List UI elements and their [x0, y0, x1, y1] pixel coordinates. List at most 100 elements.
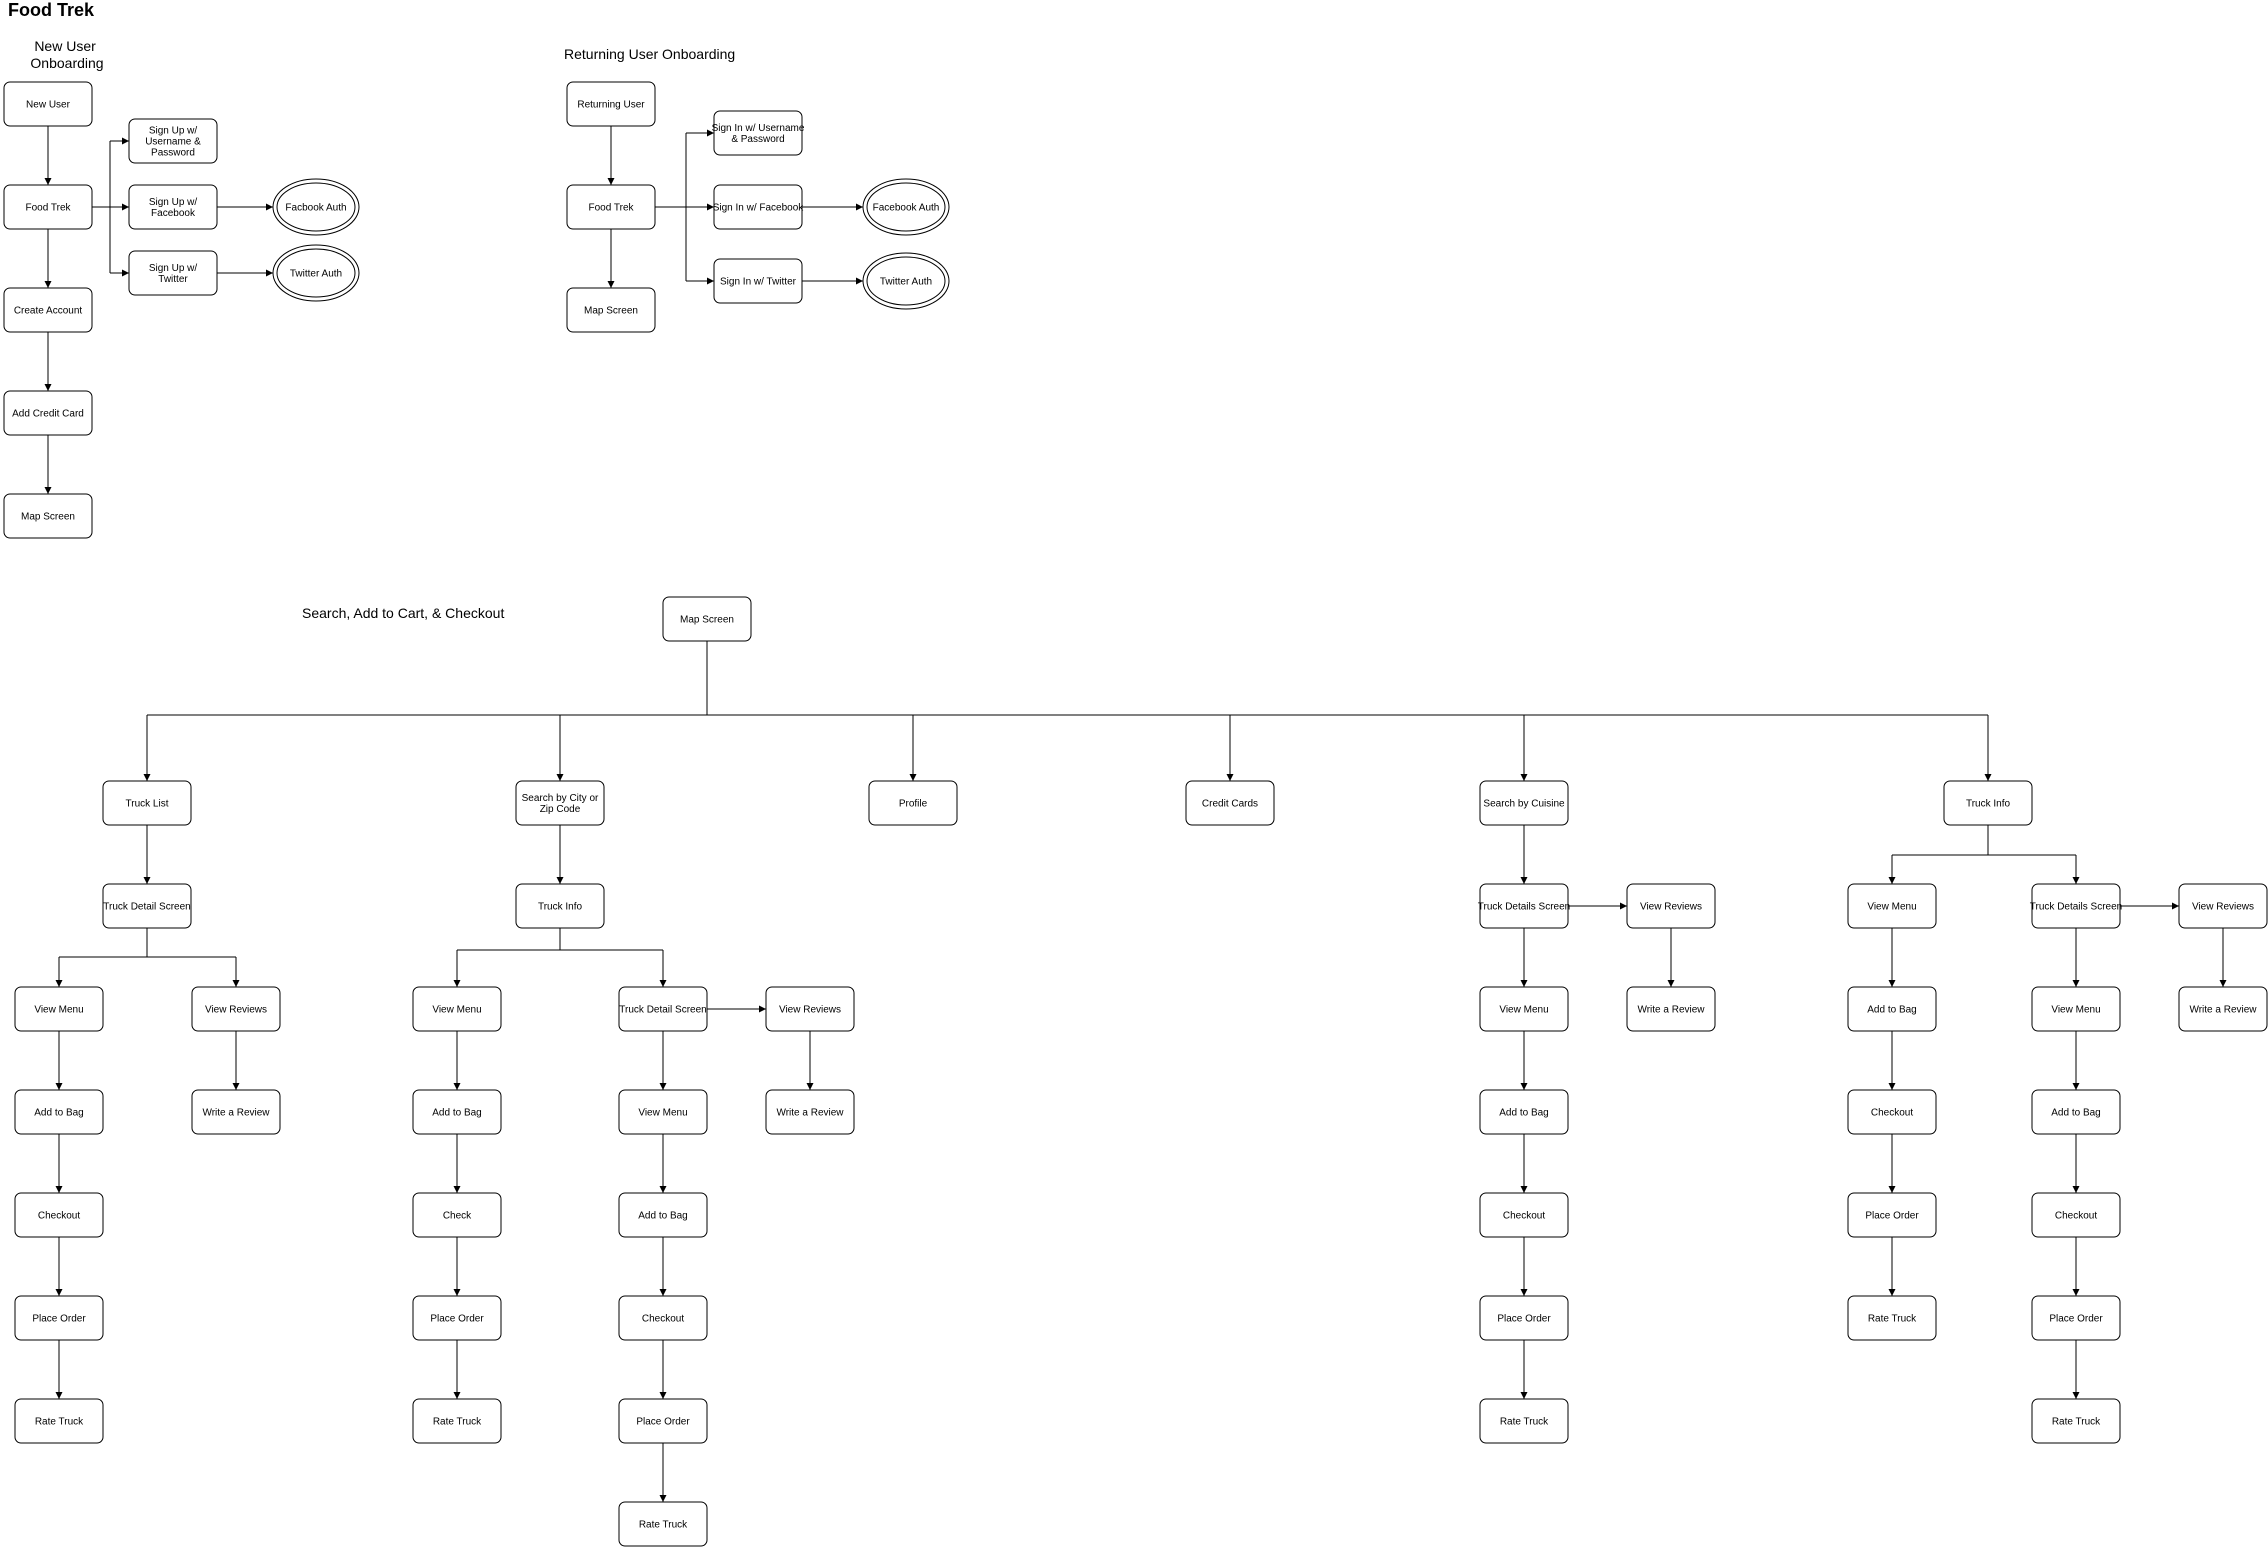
node-label: Check	[443, 1211, 472, 1222]
node-box	[14, 1192, 104, 1238]
flow-node-view-menu: View Menu	[412, 986, 502, 1032]
node-label: Place Order	[1865, 1211, 1919, 1222]
flow-node-add-to-bag: Add to Bag	[14, 1089, 104, 1135]
flow-node-rate-truck: Rate Truck	[1479, 1398, 1569, 1444]
node-box	[1479, 1398, 1569, 1444]
flow-node-credit-cards: Credit Cards	[1185, 780, 1275, 826]
node-label: Checkout	[1503, 1211, 1545, 1222]
node-label: Add to Bag	[1867, 1005, 1916, 1016]
node-box	[1847, 883, 1937, 929]
node-box	[765, 986, 855, 1032]
node-box	[713, 110, 803, 156]
node-label: Sign Up w/Facebook	[149, 197, 198, 219]
node-label: Truck Info	[1966, 799, 2011, 810]
flow-node-truck-list: Truck List	[102, 780, 192, 826]
flow-node-map-screen: Map Screen	[3, 493, 93, 539]
node-label: Add to Bag	[34, 1108, 83, 1119]
node-box	[1847, 1295, 1937, 1341]
node-label: Rate Truck	[35, 1417, 84, 1428]
node-box	[515, 780, 605, 826]
node-label: Facbook Auth	[285, 203, 346, 214]
auth-inner-ellipse	[866, 256, 946, 306]
flow-node-add-to-bag: Add to Bag	[1847, 986, 1937, 1032]
node-box	[128, 184, 218, 230]
node-label: Returning User	[577, 100, 645, 111]
flow-node-checkout: Checkout	[1847, 1089, 1937, 1135]
flow-node-add-to-bag: Add to Bag	[2031, 1089, 2121, 1135]
node-label: Truck Detail Screen	[619, 1005, 706, 1016]
node-box	[713, 184, 803, 230]
node-box	[1943, 780, 2033, 826]
flow-node-place-order: Place Order	[2031, 1295, 2121, 1341]
node-box	[2031, 883, 2121, 929]
node-label: View Reviews	[2192, 902, 2254, 913]
node-box	[14, 1295, 104, 1341]
node-box	[618, 1089, 708, 1135]
node-box	[1479, 883, 1569, 929]
flow-node-view-menu: View Menu	[14, 986, 104, 1032]
flow-node-view-menu: View Menu	[2031, 986, 2121, 1032]
node-box	[713, 258, 803, 304]
auth-outer-ellipse	[272, 178, 360, 236]
node-box	[1479, 1192, 1569, 1238]
flow-node-truck-details-screen: Truck Details Screen	[2030, 883, 2122, 929]
node-label: Credit Cards	[1202, 799, 1258, 810]
flow-node-view-reviews: View Reviews	[191, 986, 281, 1032]
node-box	[1847, 1192, 1937, 1238]
flow-node-rate-truck: Rate Truck	[2031, 1398, 2121, 1444]
node-box	[2031, 1398, 2121, 1444]
flow-node-view-reviews: View Reviews	[1626, 883, 1716, 929]
node-box	[102, 780, 192, 826]
flow-node-sign-up-w-username-password: Sign Up w/Username &Password	[128, 118, 218, 164]
flow-node-truck-detail-screen: Truck Detail Screen	[618, 986, 708, 1032]
node-box	[3, 287, 93, 333]
flow-node-add-credit-card: Add Credit Card	[3, 390, 93, 436]
node-label: View Reviews	[1640, 902, 1702, 913]
node-label: Profile	[899, 799, 928, 810]
node-box	[3, 493, 93, 539]
flow-node-facebook-auth: Facebook Auth	[862, 178, 950, 236]
flow-node-view-menu: View Menu	[1479, 986, 1569, 1032]
node-label: Truck Detail Screen	[103, 902, 190, 913]
node-label: Truck Details Screen	[2030, 902, 2122, 913]
node-label: View Menu	[34, 1005, 83, 1016]
connector-lines	[44, 126, 2227, 1502]
section-heading-returning-user: Returning User Onboarding	[564, 46, 735, 62]
flow-node-checkout: Checkout	[14, 1192, 104, 1238]
node-box	[2031, 1089, 2121, 1135]
node-label: Checkout	[2055, 1211, 2097, 1222]
flow-node-twitter-auth: Twitter Auth	[272, 244, 360, 302]
node-box	[14, 986, 104, 1032]
node-label: New User	[26, 100, 71, 111]
flow-node-add-to-bag: Add to Bag	[412, 1089, 502, 1135]
node-label: Food Trek	[588, 203, 634, 214]
node-label: Add to Bag	[2051, 1108, 2100, 1119]
flow-node-view-reviews: View Reviews	[765, 986, 855, 1032]
auth-inner-ellipse	[276, 248, 356, 298]
node-box	[566, 184, 656, 230]
flow-node-view-menu: View Menu	[618, 1089, 708, 1135]
flow-node-facbook-auth: Facbook Auth	[272, 178, 360, 236]
node-box	[191, 986, 281, 1032]
node-box	[618, 1398, 708, 1444]
node-label: Sign In w/ Username& Password	[712, 123, 805, 145]
flow-node-place-order: Place Order	[1479, 1295, 1569, 1341]
node-label: View Menu	[432, 1005, 481, 1016]
node-label: Place Order	[2049, 1314, 2103, 1325]
flow-node-view-menu: View Menu	[1847, 883, 1937, 929]
node-box	[2031, 1192, 2121, 1238]
node-label: View Reviews	[779, 1005, 841, 1016]
node-box	[2178, 883, 2268, 929]
flow-node-food-trek: Food Trek	[3, 184, 93, 230]
node-label: Add to Bag	[1499, 1108, 1548, 1119]
node-label: View Menu	[1499, 1005, 1548, 1016]
node-label: Checkout	[642, 1314, 684, 1325]
node-label: Twitter Auth	[290, 269, 342, 280]
flow-node-twitter-auth: Twitter Auth	[862, 252, 950, 310]
node-label: Write a Review	[202, 1108, 270, 1119]
node-box	[618, 1501, 708, 1547]
node-label: Truck List	[126, 799, 169, 810]
node-box	[662, 596, 752, 642]
